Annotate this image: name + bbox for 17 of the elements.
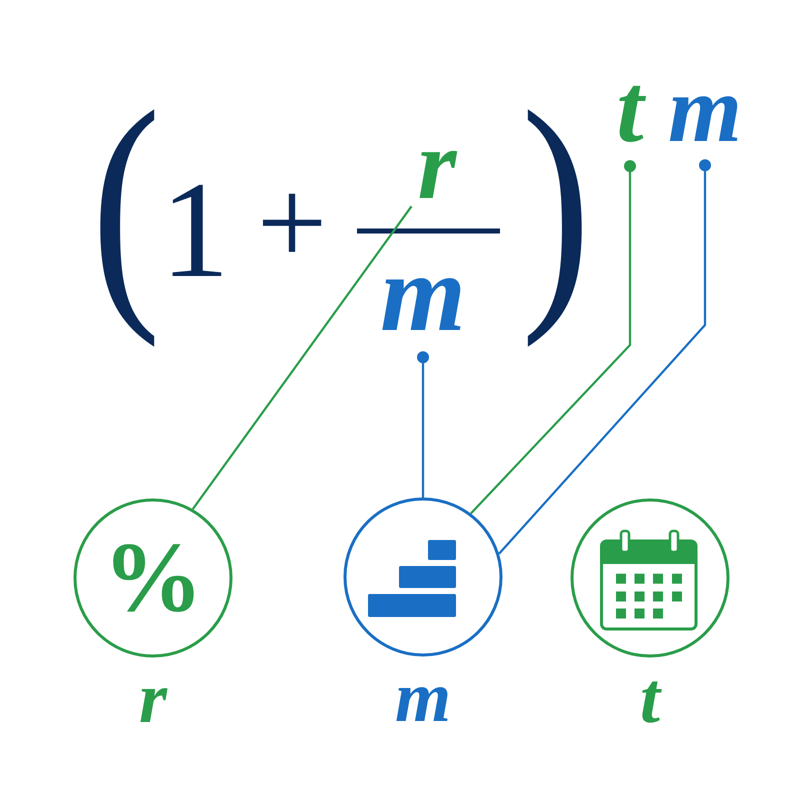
leader-line xyxy=(498,159,711,554)
formula-text: + xyxy=(262,194,322,252)
exponent-symbol: t xyxy=(619,86,646,142)
leader-line xyxy=(417,351,430,498)
exponent-symbol: m xyxy=(670,96,738,141)
icon-circle xyxy=(344,498,502,656)
numerator-symbol: r xyxy=(420,150,458,198)
denominator-symbol: m xyxy=(382,278,461,330)
icon-circle xyxy=(570,498,730,658)
variable-label: r xyxy=(140,688,168,722)
parenthesis: ( xyxy=(100,109,154,347)
parenthesis: ) xyxy=(528,109,582,347)
formula-text: 1 xyxy=(172,184,222,276)
leader-line xyxy=(470,160,636,514)
variable-label: t xyxy=(642,681,662,723)
leader-line xyxy=(192,206,412,510)
variable-label: m xyxy=(396,687,448,721)
